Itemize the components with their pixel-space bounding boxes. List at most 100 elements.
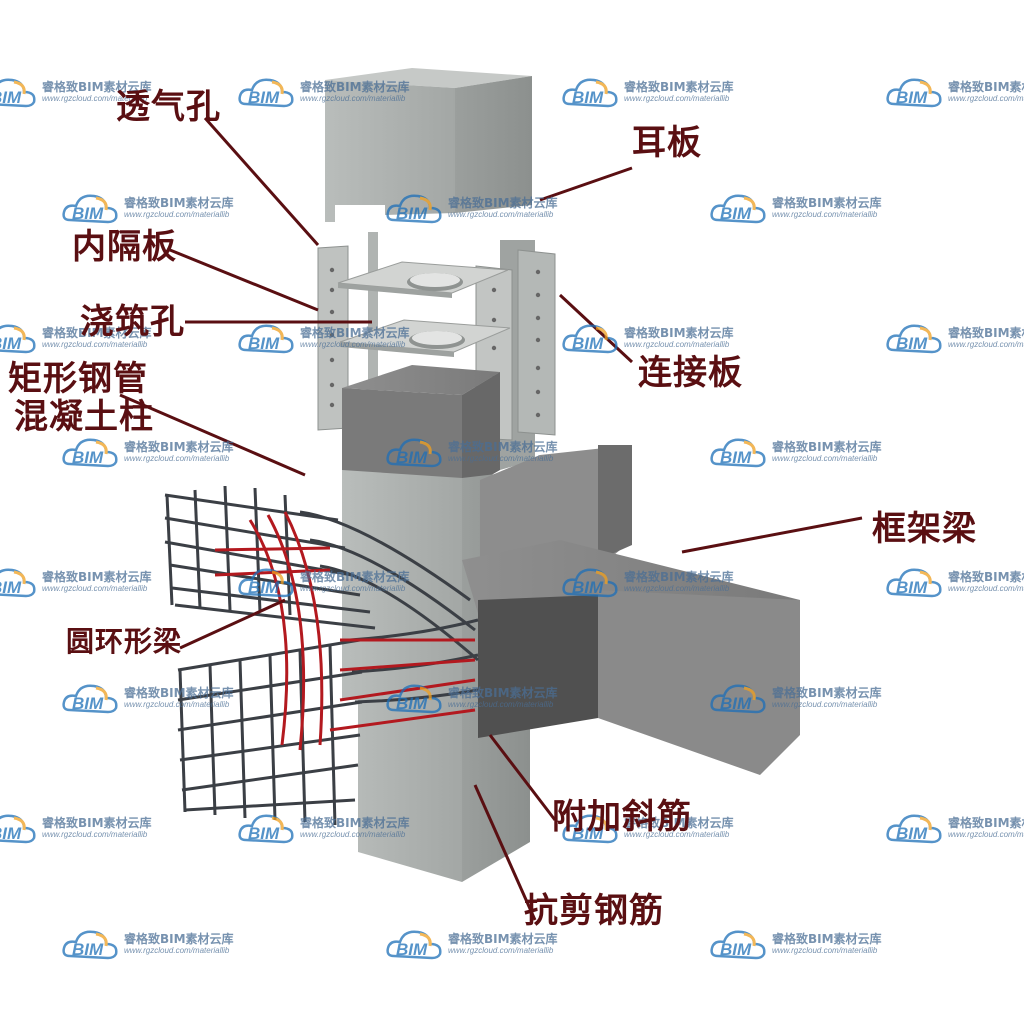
watermark-title: 睿格致BIM素材云库 <box>300 570 410 584</box>
watermark-title: 睿格致BIM素材云库 <box>300 80 410 94</box>
watermark: BIM睿格致BIM素材云库www.rgzcloud.com/materialli… <box>886 808 1024 848</box>
watermark-title: 睿格致BIM素材云库 <box>448 440 558 454</box>
watermark-logo: BIM <box>896 578 928 597</box>
watermark-title: 睿格致BIM素材云库 <box>772 196 882 210</box>
watermark-title: 睿格致BIM素材云库 <box>448 196 558 210</box>
watermark-logo: BIM <box>248 824 280 843</box>
watermark-logo: BIM <box>572 824 604 843</box>
watermark-title: 睿格致BIM素材云库 <box>124 196 234 210</box>
watermark-title: 睿格致BIM素材云库 <box>624 80 734 94</box>
watermark-logo: BIM <box>248 334 280 353</box>
watermark-url: www.rgzcloud.com/materiallib <box>448 946 554 955</box>
watermark-title: 睿格致BIM素材云库 <box>300 326 410 340</box>
watermark-title: 睿格致BIM素材云库 <box>624 570 734 584</box>
watermark-logo: BIM <box>248 578 280 597</box>
watermark-logo: BIM <box>720 204 752 223</box>
watermark-logo: BIM <box>72 448 104 467</box>
watermark-url: www.rgzcloud.com/materiallib <box>124 700 230 709</box>
watermark-logo: BIM <box>396 204 428 223</box>
watermark-logo: BIM <box>0 88 22 107</box>
label-shear-rebar: 抗剪钢筋 <box>524 891 664 931</box>
watermark-url: www.rgzcloud.com/materiallib <box>772 454 878 463</box>
watermark-title: 睿格致BIM素材云库 <box>948 326 1024 340</box>
watermark-url: www.rgzcloud.com/materiallib <box>624 94 730 103</box>
watermark-url: www.rgzcloud.com/materiallib <box>772 210 878 219</box>
watermark-title: 睿格致BIM素材云库 <box>448 932 558 946</box>
label-column-line2: 混凝土柱 <box>14 397 154 437</box>
watermark-title: 睿格致BIM素材云库 <box>124 440 234 454</box>
watermark-logo: BIM <box>720 940 752 959</box>
watermark-url: www.rgzcloud.com/materiallib <box>300 94 406 103</box>
label-frame-beam: 框架梁 <box>872 509 977 549</box>
frame-beam <box>462 445 800 775</box>
watermark-title: 睿格致BIM素材云库 <box>42 80 152 94</box>
watermark-url: www.rgzcloud.com/materiallib <box>124 210 230 219</box>
watermark-logo: BIM <box>396 940 428 959</box>
label-ear-plate: 耳板 <box>632 123 702 163</box>
watermark-logo: BIM <box>72 694 104 713</box>
watermark-url: www.rgzcloud.com/materiallib <box>448 210 554 219</box>
watermark-url: www.rgzcloud.com/materiallib <box>42 340 148 349</box>
watermark-url: www.rgzcloud.com/materiallib <box>624 830 730 839</box>
label-column-line1: 矩形钢管 <box>8 359 148 399</box>
watermark-title: 睿格致BIM素材云库 <box>300 816 410 830</box>
label-pour-hole: 浇筑孔 <box>80 302 185 342</box>
watermark-logo: BIM <box>720 448 752 467</box>
watermark-title: 睿格致BIM素材云库 <box>42 570 152 584</box>
watermark-url: www.rgzcloud.com/materiallib <box>300 830 406 839</box>
diagonal-rebars <box>214 511 476 751</box>
upper-steel-tube <box>325 68 532 222</box>
watermark: BIM 睿格致BIM素材云库www.rgzcloud.com/materialli… <box>0 562 170 602</box>
watermark-url: www.rgzcloud.com/materiallib <box>948 340 1024 349</box>
label-ring-beam: 圆环形梁 <box>66 625 183 658</box>
watermark-title: 睿格致BIM素材云库 <box>624 326 734 340</box>
watermark-logo: BIM <box>0 824 22 843</box>
watermark-url: www.rgzcloud.com/materiallib <box>624 340 730 349</box>
watermark-logo: BIM <box>0 334 22 353</box>
watermark: BIM睿格致BIM素材云库www.rgzcloud.com/materialli… <box>0 808 170 848</box>
watermark-logo: BIM <box>396 448 428 467</box>
watermark-url: www.rgzcloud.com/materiallib <box>42 94 148 103</box>
watermark-url: www.rgzcloud.com/materiallib <box>124 454 230 463</box>
watermark-url: www.rgzcloud.com/materiallib <box>300 584 406 593</box>
watermark-title: 睿格致BIM素材云库 <box>124 932 234 946</box>
watermark: BIM睿格致BIM素材云库www.rgzcloud.com/materialli… <box>886 72 1024 112</box>
inner-diaphragm-upper <box>337 261 509 298</box>
watermark-title: 睿格致BIM素材云库 <box>42 816 152 830</box>
watermark-logo: BIM <box>0 578 22 597</box>
watermark-logo: BIM <box>248 88 280 107</box>
watermark: BIM睿格致BIM素材云库www.rgzcloud.com/materialli… <box>0 318 170 358</box>
watermark-title: 睿格致BIM素材云库 <box>124 686 234 700</box>
watermark-url: www.rgzcloud.com/materiallib <box>948 584 1024 593</box>
watermark-url: www.rgzcloud.com/materiallib <box>42 584 148 593</box>
watermark: BIM睿格致BIM素材云库www.rgzcloud.com/materialli… <box>886 562 1024 602</box>
leader-lines <box>119 117 863 921</box>
label-vent-hole: 透气孔 <box>116 87 221 127</box>
watermark-url: www.rgzcloud.com/materiallib <box>772 700 878 709</box>
watermark-logo: BIM <box>572 88 604 107</box>
watermark-title: 睿格致BIM素材云库 <box>772 932 882 946</box>
watermark-logo: BIM <box>396 694 428 713</box>
watermark-title: 睿格致BIM素材云库 <box>948 816 1024 830</box>
watermark-url: www.rgzcloud.com/materiallib <box>300 340 406 349</box>
watermark-logo: BIM <box>896 334 928 353</box>
watermark-title: 睿格致BIM素材云库 <box>448 686 558 700</box>
watermark-url: www.rgzcloud.com/materiallib <box>948 94 1024 103</box>
watermark-logo: BIM <box>572 578 604 597</box>
watermark-logo: BIM <box>572 334 604 353</box>
